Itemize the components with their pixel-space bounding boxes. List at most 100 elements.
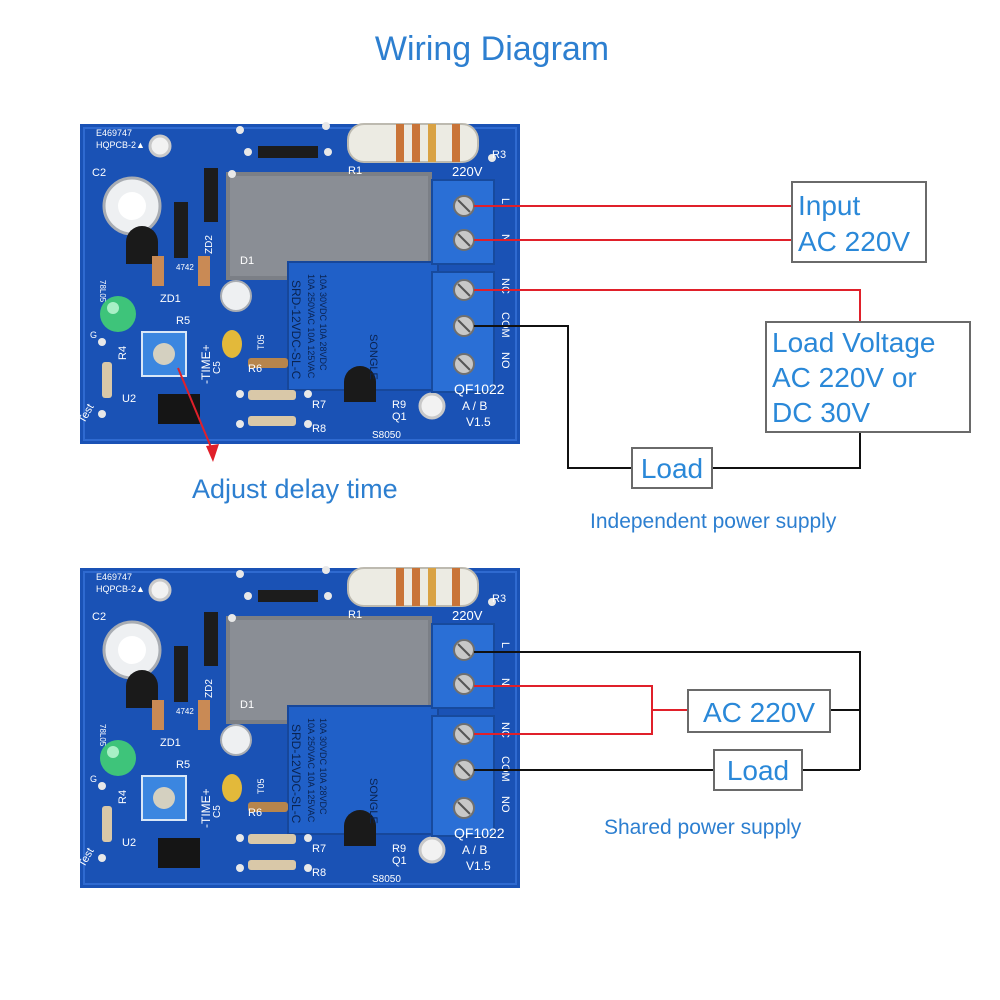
adjust-arrow-head <box>206 444 219 462</box>
board-version-2: V1.5 <box>466 859 491 873</box>
board-ab-2: A / B <box>462 843 487 857</box>
ref-zd1: ZD1 <box>160 293 181 305</box>
ref-r1: R1 <box>348 165 362 177</box>
independent-caption: Independent power supply <box>590 510 837 533</box>
ref-c2-2: C2 <box>92 611 106 623</box>
ref-r7-2: R7 <box>312 843 326 855</box>
terminal-com: COM <box>499 312 511 338</box>
pcb-code-2: E469747 <box>96 572 132 582</box>
pcb-code: E469747 <box>96 128 132 138</box>
voltage-label: 220V <box>452 164 483 179</box>
load-voltage-box <box>765 321 971 433</box>
time-label-2: -TIME+ <box>199 788 213 828</box>
load-voltage-line2: AC 220V or <box>772 362 917 393</box>
adjust-delay-label: Adjust delay time <box>192 474 398 504</box>
ref-t05-2: T05 <box>256 778 266 794</box>
ref-zd2: ZD2 <box>204 235 215 254</box>
voltage-label-2: 220V <box>452 608 483 623</box>
ref-u2: U2 <box>122 393 136 405</box>
wire-com-load <box>474 325 632 469</box>
ref-c2: C2 <box>92 167 106 179</box>
terminal-nc-2: NC <box>499 722 511 738</box>
terminal-n-2: N <box>499 678 511 686</box>
transistor-label-2: S8050 <box>372 874 401 885</box>
load-voltage-line3: DC 30V <box>772 397 870 428</box>
ref-r9-2: R9 <box>392 843 406 855</box>
ref-r8: R8 <box>312 423 326 435</box>
ref-r4: R4 <box>117 346 129 360</box>
wire-load-voltage-return <box>712 432 861 469</box>
relay-model-2: SRD-12VDC-SL-C <box>289 724 303 824</box>
input-label-line2: AC 220V <box>798 226 910 257</box>
regulator-label-2: 78L05 <box>98 724 107 747</box>
terminal-nc: NC <box>499 278 511 294</box>
terminal-com-2: COM <box>499 756 511 782</box>
ref-t05: T05 <box>256 334 266 350</box>
top-load-box <box>631 447 713 489</box>
ref-c5: C5 <box>212 361 223 374</box>
top-load-label: Load <box>641 453 703 484</box>
load-voltage-line1: Load Voltage <box>772 327 936 358</box>
ref-r5-2: R5 <box>176 759 190 771</box>
input-label-line1: Input <box>798 190 860 221</box>
terminal-l: L <box>499 198 511 204</box>
terminal-n: N <box>499 234 511 242</box>
pcb-board-top: E469747 HQPCB-2▲ C2 R3 220V R1 D1 ZD2 ZD… <box>76 120 522 446</box>
bottom-load-box <box>713 749 803 791</box>
bottom-wiring <box>474 651 861 771</box>
pcb-board-bottom: E469747 HQPCB-2▲ C2 R3 220V R1 D1 ZD2 ZD… <box>76 564 522 890</box>
ref-g: G <box>90 330 97 340</box>
input-box <box>791 181 927 263</box>
bottom-load-label: Load <box>727 755 789 786</box>
time-label: -TIME+ <box>199 344 213 384</box>
wire-nc-load-voltage <box>474 289 861 322</box>
board-model: QF1022 <box>454 381 505 397</box>
relay-rating-2-2: 10A 30VDC 10A 28VDC <box>318 718 328 815</box>
ref-zd2-2: ZD2 <box>204 679 215 698</box>
ref-r6: R6 <box>248 363 262 375</box>
bottom-ac-box <box>687 689 831 733</box>
board-ab: A / B <box>462 399 487 413</box>
relay-rating-1-2: 10A 250VAC 10A 125VAC <box>306 718 316 823</box>
diagram-title: Wiring Diagram <box>375 30 609 68</box>
pcb-maker-2: HQPCB-2▲ <box>96 584 145 594</box>
terminal-l-2: L <box>499 642 511 648</box>
wire-l-shared <box>474 651 861 770</box>
ref-r6-2: R6 <box>248 807 262 819</box>
zener-label: 4742 <box>176 263 194 272</box>
relay-model: SRD-12VDC-SL-C <box>289 280 303 380</box>
ref-g-2: G <box>90 774 97 784</box>
ref-r5: R5 <box>176 315 190 327</box>
ref-r9: R9 <box>392 399 406 411</box>
ref-r8-2: R8 <box>312 867 326 879</box>
bottom-ac-label: AC 220V <box>703 697 815 728</box>
relay-brand-2: SONGLE <box>367 778 379 824</box>
terminal-no-2: NO <box>499 796 511 813</box>
shared-caption: Shared power supply <box>604 816 802 839</box>
pcb-maker: HQPCB-2▲ <box>96 140 145 150</box>
ref-zd1-2: ZD1 <box>160 737 181 749</box>
zener-label-2: 4742 <box>176 707 194 716</box>
ref-q1-2: Q1 <box>392 855 407 867</box>
top-wiring <box>177 205 861 469</box>
ref-r1-2: R1 <box>348 609 362 621</box>
ref-r4-2: R4 <box>117 790 129 804</box>
board-model-2: QF1022 <box>454 825 505 841</box>
ref-r7: R7 <box>312 399 326 411</box>
relay-brand: SONGLE <box>367 334 379 380</box>
regulator-label: 78L05 <box>98 280 107 303</box>
ref-r3: R3 <box>492 149 506 161</box>
adjust-arrow-line <box>177 367 214 453</box>
board-version: V1.5 <box>466 415 491 429</box>
relay-rating-2: 10A 30VDC 10A 28VDC <box>318 274 328 371</box>
ref-q1: Q1 <box>392 411 407 423</box>
terminal-no: NO <box>499 352 511 369</box>
relay-rating-1: 10A 250VAC 10A 125VAC <box>306 274 316 379</box>
ref-d1: D1 <box>240 255 254 267</box>
transistor-label: S8050 <box>372 430 401 441</box>
ref-d1-2: D1 <box>240 699 254 711</box>
ref-u2-2: U2 <box>122 837 136 849</box>
ref-c5-2: C5 <box>212 805 223 818</box>
ref-r3-2: R3 <box>492 593 506 605</box>
